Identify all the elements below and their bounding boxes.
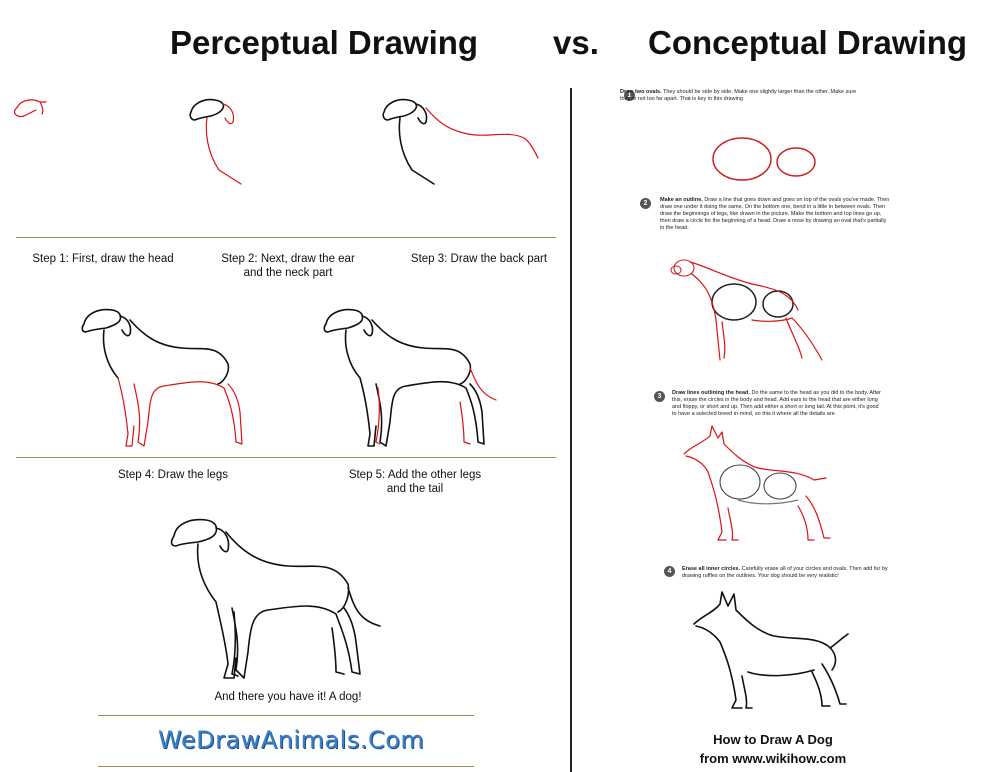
- step4-number-badge: 4: [664, 566, 675, 577]
- credit-line2: from www.wikihow.com: [699, 751, 847, 766]
- head-outline-drawing: [683, 425, 831, 541]
- step2-text: Draw a line that goes down and goes on t…: [660, 197, 890, 231]
- row2-rule: [16, 457, 556, 458]
- final-caption: And there you have it! A dog!: [214, 691, 362, 703]
- step4-text: Carefully erase all of your circles and …: [682, 566, 888, 579]
- finished-doberman-drawing: [693, 591, 849, 709]
- center-divider: [570, 88, 572, 772]
- step1-caption: Step 1: First, draw the head: [32, 253, 174, 265]
- row1-rule: [16, 237, 556, 238]
- credit-line1: How to Draw A Dog: [713, 732, 833, 747]
- two-ovals-drawing: [712, 137, 816, 181]
- step2-ear-neck-drawing: [189, 98, 242, 185]
- step5-tail-drawing: [323, 308, 497, 447]
- vs-label: vs.: [553, 24, 599, 61]
- step3-back-drawing: [382, 98, 539, 185]
- step1-bold: Draw two ovals.: [620, 89, 662, 95]
- step5-caption-line2: and the tail: [386, 483, 444, 495]
- step2-caption-line1: Step 2: Next, draw the ear: [221, 253, 355, 265]
- step4-caption: Step 4: Draw the legs: [118, 469, 228, 481]
- step1-text: They should be side by side. Make one sl…: [620, 89, 857, 102]
- step2-number-badge: 2: [640, 198, 651, 209]
- step4-legs-drawing: [81, 308, 243, 447]
- step3-text: Do the same to the head as you did to th…: [672, 390, 882, 417]
- step2-bold: Make an outline.: [660, 197, 703, 203]
- step1-head-drawing: [13, 99, 47, 118]
- step3-number-badge: 3: [654, 391, 665, 402]
- logo-bottom-rule: [98, 766, 474, 767]
- wedrawanimals-logo: WeDrawAnimals.Com: [158, 726, 425, 754]
- step1-number-badge: 1: [624, 90, 635, 101]
- step5-caption-line1: Step 5: Add the other legs: [348, 469, 482, 481]
- conceptual-title: Conceptual Drawing: [648, 24, 968, 61]
- final-dog-drawing: [170, 518, 381, 679]
- step2-caption-line2: and the neck part: [243, 267, 333, 279]
- perceptual-title: Perceptual Drawing: [170, 24, 479, 61]
- outline-drawing: [670, 259, 823, 361]
- logo-top-rule: [98, 715, 474, 716]
- step3-bold: Draw lines outlining the head.: [672, 390, 750, 396]
- step3-caption: Step 3: Draw the back part: [410, 253, 548, 265]
- step4-bold: Erase all inner circles.: [682, 566, 741, 572]
